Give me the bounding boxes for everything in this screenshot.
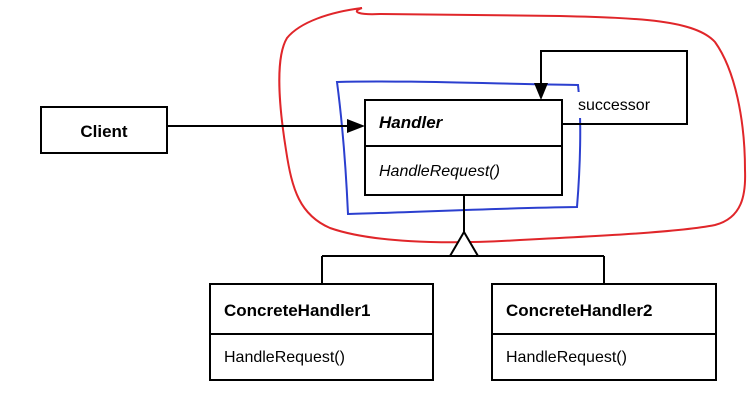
concrete-handler-1-name: ConcreteHandler1 [224,301,370,320]
concrete-handler-2-operation: HandleRequest() [506,349,627,366]
client-handler-arrowhead [347,119,365,133]
handler-class-name: Handler [379,113,444,132]
concrete-handler-2-box [491,283,717,381]
inheritance-triangle [448,230,480,257]
concrete-handler-2-class: ConcreteHandler2 HandleRequest() [491,283,717,381]
successor-arrowhead [534,83,548,100]
concrete-handler-1-box [209,283,434,381]
handler-class: Handler HandleRequest() [364,99,563,196]
concrete-handler-2-name: ConcreteHandler2 [506,301,652,320]
client-class: Client [40,106,168,154]
client-handler-association [167,119,365,133]
client-class-name: Client [80,122,128,141]
successor-label: successor [578,97,651,114]
inheritance-relationship [321,195,605,284]
red-highlight-outline [278,7,747,244]
handler-operation: HandleRequest() [379,163,500,180]
successor-line [540,50,688,125]
concrete-handler-1-operation: HandleRequest() [224,349,345,366]
blue-highlight-box [335,80,582,216]
concrete-handler-1-class: ConcreteHandler1 HandleRequest() [209,283,434,381]
successor-label-bg [572,92,680,118]
client-box [40,106,168,154]
handler-box [364,99,563,196]
successor-association: successor [534,50,688,125]
